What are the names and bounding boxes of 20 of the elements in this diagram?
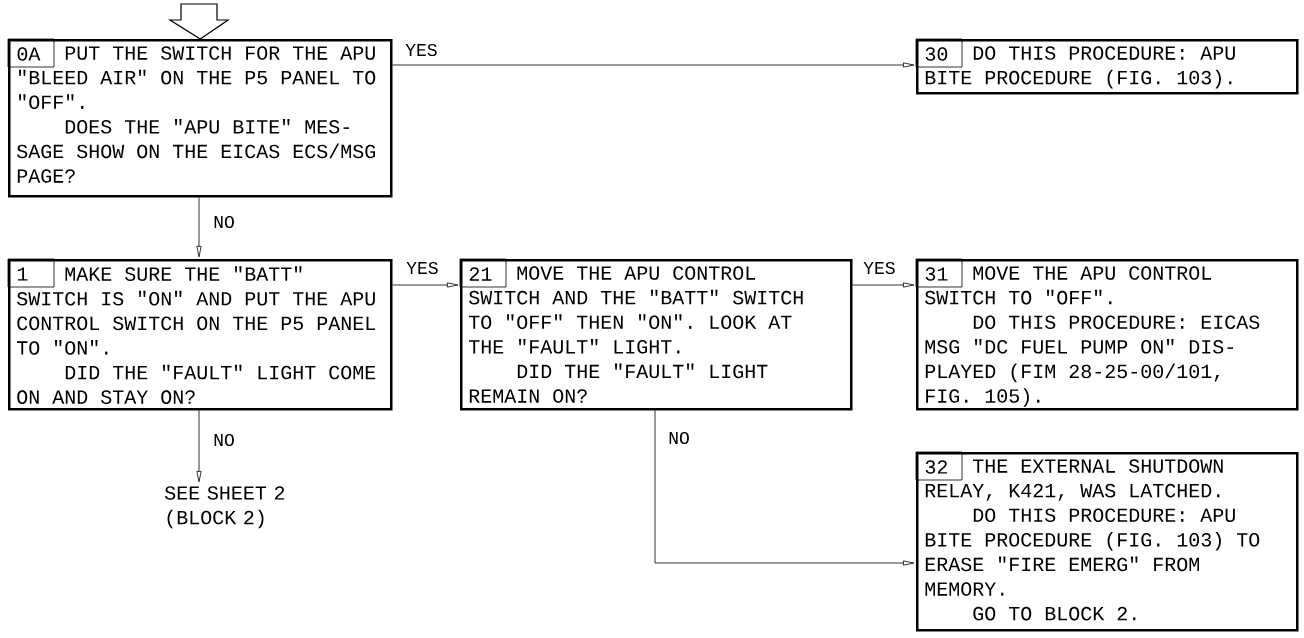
edge-label: YES [862, 260, 897, 276]
arrow [392, 62, 915, 68]
arrow [852, 282, 915, 288]
step-number-cell: 30 [915, 38, 963, 68]
edge-label: NO [667, 430, 691, 446]
edge-label: YES [405, 260, 440, 276]
arrow [196, 410, 202, 483]
edge-label: YES [404, 42, 439, 58]
instruction-text: SEE SHEET 2 (BLOCK 2) [164, 486, 285, 529]
arrow [196, 197, 202, 258]
step-number-cell: 0A [7, 38, 55, 68]
edge-label: NO [212, 432, 236, 448]
edge-label: NO [212, 214, 236, 230]
step-number-cell: 31 [915, 258, 963, 288]
step-number-cell: 1 [7, 258, 55, 288]
arrow [654, 410, 915, 566]
arrow [392, 282, 459, 288]
step-number-cell: 32 [915, 451, 963, 481]
step-number-cell: 21 [459, 258, 507, 288]
entry-arrow [167, 3, 230, 40]
